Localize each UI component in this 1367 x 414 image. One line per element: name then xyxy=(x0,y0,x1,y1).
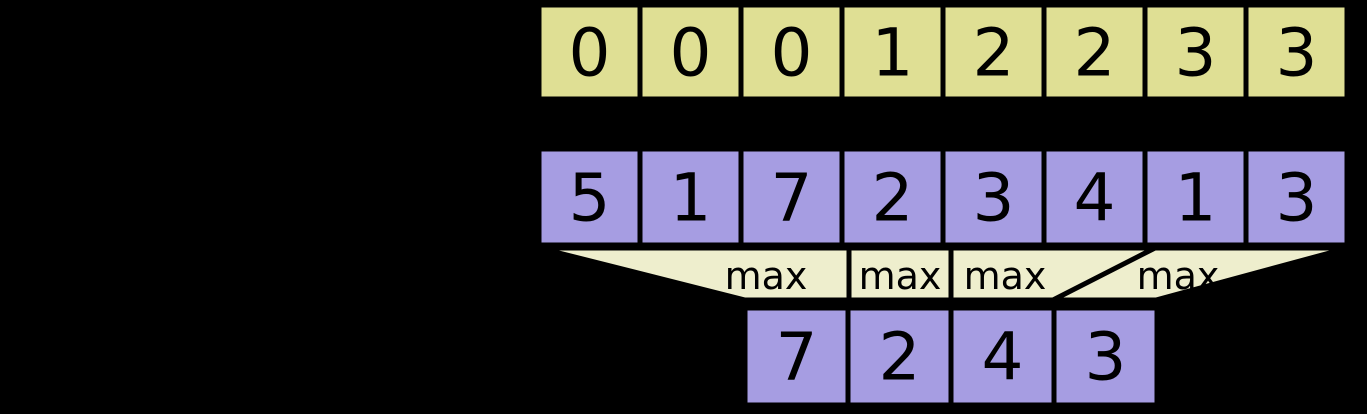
max-operator-label: max xyxy=(725,254,808,298)
index-cell: 2 xyxy=(1041,2,1148,102)
index-cell-label: 1 xyxy=(872,15,914,92)
value-cell-label: 3 xyxy=(1276,160,1318,237)
value-cell-label: 3 xyxy=(973,160,1015,237)
output-cell-label: 7 xyxy=(776,319,818,396)
index-cell-label: 0 xyxy=(670,15,712,92)
output-cell: 2 xyxy=(845,305,954,408)
index-cell: 0 xyxy=(637,2,744,102)
index-cell: 3 xyxy=(1142,2,1249,102)
funnel-divider-diagonal xyxy=(1051,245,1157,303)
value-cell-label: 4 xyxy=(1074,160,1116,237)
index-cell: 1 xyxy=(839,2,946,102)
output-cell-label: 2 xyxy=(879,319,921,396)
max-operator-label: max xyxy=(1137,254,1220,298)
max-operator-label: max xyxy=(859,254,942,298)
index-cell-label: 2 xyxy=(1074,15,1116,92)
index-cell-label: 2 xyxy=(973,15,1015,92)
index-row: 0 0 0 1 2 2 3 xyxy=(536,2,1350,102)
index-cell: 0 xyxy=(536,2,643,102)
index-cell-label: 3 xyxy=(1276,15,1318,92)
value-cell: 1 xyxy=(637,146,744,248)
value-cell-label: 1 xyxy=(670,160,712,237)
value-cell-label: 7 xyxy=(771,160,813,237)
index-cell: 0 xyxy=(738,2,845,102)
max-operator-label: max xyxy=(964,254,1047,298)
value-cell: 3 xyxy=(940,146,1047,248)
output-cell: 7 xyxy=(742,305,851,408)
value-cell-label: 1 xyxy=(1175,160,1217,237)
pool-operator-row: max max max max xyxy=(538,245,1349,303)
index-cell: 2 xyxy=(940,2,1047,102)
value-cell: 4 xyxy=(1041,146,1148,248)
output-cell-label: 4 xyxy=(982,319,1024,396)
value-cell: 5 xyxy=(536,146,643,248)
index-cell: 3 xyxy=(1243,2,1350,102)
funnel-shape xyxy=(538,245,1349,303)
output-cell-label: 3 xyxy=(1085,319,1127,396)
output-cell: 3 xyxy=(1051,305,1160,408)
index-cell-label: 0 xyxy=(771,15,813,92)
value-cell: 1 xyxy=(1142,146,1249,248)
value-cell: 2 xyxy=(839,146,946,248)
value-cell-label: 2 xyxy=(872,160,914,237)
output-row: 7 2 4 3 xyxy=(742,305,1160,408)
output-cell: 4 xyxy=(948,305,1057,408)
value-cell: 7 xyxy=(738,146,845,248)
value-cell-label: 5 xyxy=(569,160,611,237)
index-cell-label: 0 xyxy=(569,15,611,92)
index-cell-label: 3 xyxy=(1175,15,1217,92)
value-row: 5 1 7 2 3 4 1 xyxy=(536,146,1350,248)
value-cell: 3 xyxy=(1243,146,1350,248)
